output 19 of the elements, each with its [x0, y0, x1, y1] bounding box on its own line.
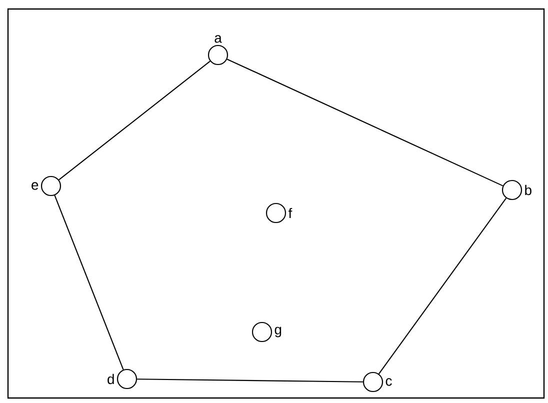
vertex-label: a — [214, 35, 222, 43]
vertex-circle — [362, 372, 384, 392]
vertex-label: c — [386, 378, 392, 386]
edge-line — [54, 195, 124, 370]
edge-line — [137, 378, 363, 382]
vertex-label: e — [32, 182, 38, 190]
edge-line — [378, 198, 507, 374]
vertex-label: b — [525, 184, 532, 196]
vertex-circle — [252, 322, 272, 342]
vertex-circle — [116, 368, 138, 390]
vertex-circle — [208, 44, 228, 66]
edge-line — [58, 60, 210, 180]
vertex-circle — [266, 202, 286, 224]
vertex-label: d — [108, 374, 114, 384]
vertex-label: g — [274, 326, 282, 338]
vertex-label: f — [288, 208, 292, 218]
vertex-circle — [502, 180, 522, 200]
edge-line — [226, 58, 504, 186]
vertex-circle — [40, 176, 62, 196]
